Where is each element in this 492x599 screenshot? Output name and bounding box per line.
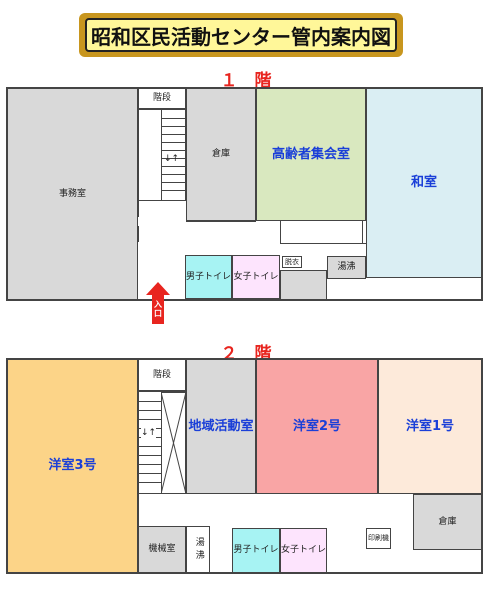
wall-segment (362, 221, 363, 243)
room-western3[interactable]: 洋室3号 (7, 359, 138, 573)
room-closet-1f-label: 脱衣 (285, 257, 299, 266)
wall-segment (138, 226, 139, 242)
room-print-label: 印刷機 (368, 534, 389, 543)
floor1-stairwell[interactable]: ↓↑ (138, 109, 186, 201)
room-womens-toilet-2f[interactable]: 女子トイレ (280, 528, 327, 573)
room-washitsu-label: 和室 (410, 175, 437, 191)
room-gray-1f (280, 270, 327, 300)
room-community[interactable]: 地域活動室 (186, 359, 256, 494)
floor1-stair-steps (162, 110, 186, 202)
wall-segment (186, 221, 256, 222)
room-mens-toilet-2f-label: 男子トイレ (233, 545, 279, 556)
room-boiler-1f-label: 湯沸 (337, 262, 356, 273)
room-office[interactable]: 事務室 (7, 88, 138, 300)
room-mens-toilet-1f-label: 男子トイレ (186, 271, 232, 282)
room-womens-toilet-2f-label: 女子トイレ (281, 545, 327, 556)
room-office-label: 事務室 (58, 188, 86, 199)
floor2-void-cross (161, 392, 186, 494)
room-machine-label: 機械室 (148, 544, 176, 555)
room-elderly[interactable]: 高齢者集会室 (256, 88, 366, 221)
room-western1[interactable]: 洋室1号 (378, 359, 482, 494)
room-western3-label: 洋室3号 (48, 458, 97, 474)
room-mens-toilet-2f[interactable]: 男子トイレ (232, 528, 280, 573)
floor1-stair-arrows: ↓↑ (164, 154, 180, 164)
room-western2[interactable]: 洋室2号 (256, 359, 378, 494)
room-storage-2f[interactable]: 倉庫 (413, 494, 482, 550)
floor1-stair-divider (161, 110, 162, 200)
wall-segment (138, 494, 139, 526)
room-western2-label: 洋室2号 (292, 418, 342, 434)
room-boiler-2f-label: 湯沸 (193, 536, 204, 563)
room-mens-toilet-1f[interactable]: 男子トイレ (185, 255, 232, 299)
entrance-arrow-icon[interactable] (146, 282, 170, 324)
room-boiler-1f[interactable]: 湯沸 (327, 256, 366, 279)
floor2-stairs-label-box: 階段 (138, 359, 186, 391)
room-machine[interactable]: 機械室 (138, 526, 186, 573)
floor2-stair-arrows: ↓↑ (141, 428, 157, 439)
floor2-stair-steps (139, 392, 161, 495)
room-closet-1f[interactable]: 脱衣 (282, 256, 302, 268)
floor1-stairs-label: 階段 (152, 93, 171, 104)
room-print[interactable]: 印刷機 (366, 528, 391, 549)
room-western1-label: 洋室1号 (405, 418, 455, 434)
room-storage-1f-label: 倉庫 (211, 149, 230, 160)
entrance-label: 入口 (154, 300, 162, 319)
floor1-label: １ 階 (220, 71, 272, 91)
page-title: 昭和区民活動センター管内案内図 (85, 18, 397, 52)
room-womens-toilet-1f[interactable]: 女子トイレ (232, 255, 280, 299)
room-womens-toilet-1f-label: 女子トイレ (233, 271, 279, 282)
wall-segment (280, 243, 366, 244)
room-boiler-2f[interactable]: 湯沸 (186, 526, 210, 573)
floor1-stairs-label-box: 階段 (138, 88, 186, 109)
floor2-stairwell[interactable]: ↓↑ (138, 391, 186, 494)
room-storage-2f-label: 倉庫 (438, 516, 457, 527)
wall-segment (138, 201, 139, 217)
wall-segment (280, 221, 281, 243)
room-community-label: 地域活動室 (188, 418, 254, 434)
floor2-stairs-label: 階段 (152, 369, 171, 380)
room-washitsu[interactable]: 和室 (366, 88, 482, 278)
room-elderly-label: 高齢者集会室 (271, 146, 350, 162)
room-storage-1f[interactable]: 倉庫 (186, 88, 256, 221)
